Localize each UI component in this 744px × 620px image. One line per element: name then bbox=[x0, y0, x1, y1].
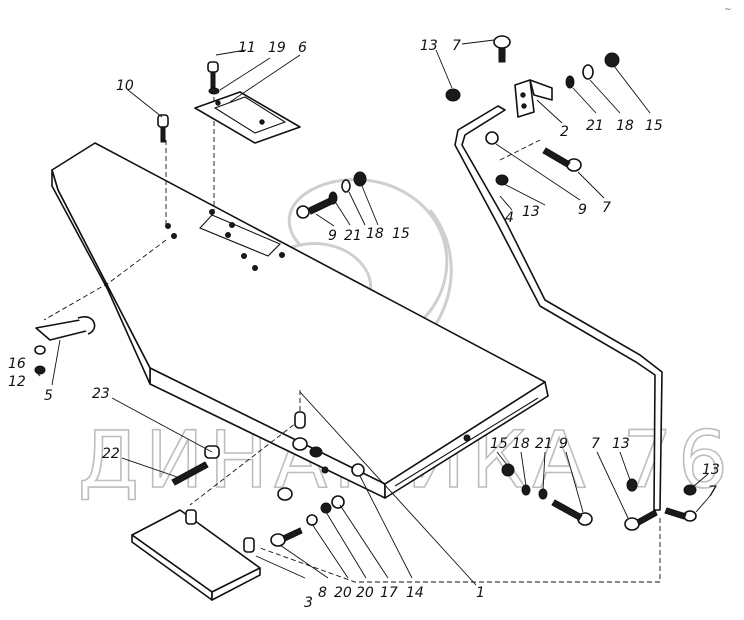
callout-13-far-right: 13 bbox=[702, 462, 720, 478]
callout-12: 12 bbox=[8, 374, 26, 390]
hardware-group-bottom bbox=[171, 411, 365, 547]
callout-18-right: 18 bbox=[512, 436, 530, 452]
callout-11: 11 bbox=[238, 40, 256, 56]
bolt-part-11 bbox=[207, 61, 220, 95]
callout-9-platform: 9 bbox=[328, 228, 337, 244]
callout-16: 16 bbox=[8, 356, 26, 372]
callout-13-rail: 13 bbox=[522, 204, 540, 220]
plate-part-6 bbox=[194, 91, 301, 144]
callout-22: 22 bbox=[102, 446, 120, 462]
callout-15-right: 15 bbox=[490, 436, 508, 452]
step-part-3 bbox=[131, 509, 261, 601]
callout-6: 6 bbox=[298, 40, 307, 56]
callout-17: 17 bbox=[380, 585, 398, 601]
callout-15-top: 15 bbox=[645, 118, 663, 134]
callout-7-right: 7 bbox=[591, 436, 600, 452]
bracket-part-5 bbox=[34, 316, 96, 375]
callout-8: 8 bbox=[318, 585, 327, 601]
callout-14: 14 bbox=[406, 585, 424, 601]
bolt-part-7-mid bbox=[542, 147, 582, 172]
platform-part-1 bbox=[51, 142, 549, 499]
hardware-group-top bbox=[296, 171, 367, 219]
hardware-group-right bbox=[501, 463, 697, 531]
bracket-part-2 bbox=[514, 79, 553, 118]
callout-20b: 20 bbox=[356, 585, 374, 601]
callout-20a: 20 bbox=[334, 585, 352, 601]
callout-18-platform: 18 bbox=[366, 226, 384, 242]
callout-15-platform: 15 bbox=[392, 226, 410, 242]
callout-1: 1 bbox=[476, 585, 485, 601]
callout-7-rail: 7 bbox=[602, 200, 611, 216]
callout-13-top: 13 bbox=[420, 38, 438, 54]
bolt-part-7-top bbox=[493, 35, 511, 63]
callout-7-top: 7 bbox=[452, 38, 461, 54]
callout-leaders bbox=[37, 39, 711, 586]
callout-21-platform: 21 bbox=[344, 228, 362, 244]
callout-23: 23 bbox=[92, 386, 110, 402]
callout-10: 10 bbox=[116, 78, 134, 94]
callout-21-right: 21 bbox=[535, 436, 553, 452]
callout-2: 2 bbox=[560, 124, 569, 140]
callout-19: 19 bbox=[268, 40, 286, 56]
callout-7-far-right: 7 bbox=[708, 484, 717, 500]
callout-21-top: 21 bbox=[586, 118, 604, 134]
callout-4: 4 bbox=[505, 210, 514, 226]
bolt-part-10 bbox=[157, 114, 169, 143]
callout-13-right: 13 bbox=[612, 436, 630, 452]
callout-labels: 11 19 6 10 13 7 2 21 18 15 9 21 18 15 4 … bbox=[8, 38, 720, 611]
callout-5: 5 bbox=[44, 388, 53, 404]
callout-9-rail: 9 bbox=[578, 202, 587, 218]
hardware-group-upper-right bbox=[445, 52, 620, 186]
callout-9-right: 9 bbox=[559, 436, 568, 452]
callout-3: 3 bbox=[304, 595, 313, 611]
callout-18-top: 18 bbox=[616, 118, 634, 134]
corner-mark: ~ bbox=[724, 5, 732, 15]
